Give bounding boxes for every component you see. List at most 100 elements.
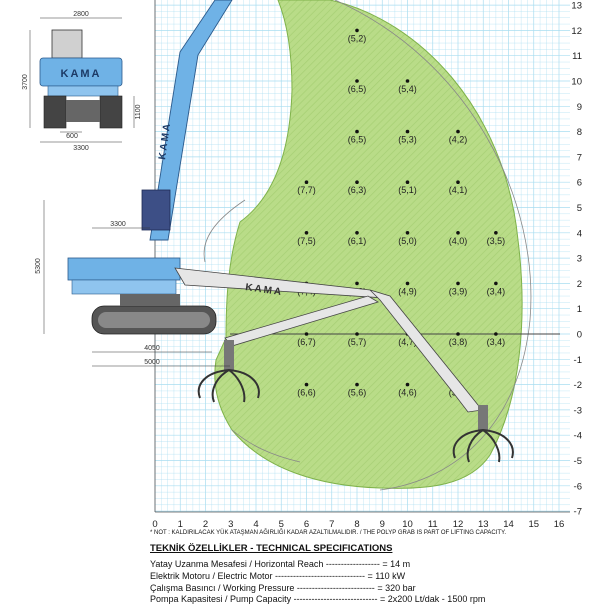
load-point-dot xyxy=(456,231,460,235)
load-point-label: (6,6) xyxy=(297,388,316,398)
x-tick-label: 1 xyxy=(178,519,183,530)
dim-side-total: 5000 xyxy=(144,359,160,366)
load-point-label: (4,0) xyxy=(449,236,468,246)
load-point-label: (5,3) xyxy=(398,135,417,145)
spec-row: Elektrik Motoru / Electric Motor -------… xyxy=(150,571,405,581)
dim-top-track: 600 xyxy=(66,133,78,140)
load-point-dot xyxy=(355,129,359,134)
spec-label: Elektrik Motoru / Electric Motor -------… xyxy=(150,571,365,581)
dim-top-height: 3700 xyxy=(22,74,29,90)
machine-top-view: KAMA xyxy=(29,17,135,143)
load-point-dot xyxy=(405,231,410,235)
load-point-dot xyxy=(304,332,309,336)
load-point-label: (3,5) xyxy=(487,236,506,246)
lifting-note: * NOT : KALDIRILACAK YÜK ATAŞMAN AĞIRLIĞ… xyxy=(150,530,506,536)
load-point-dot xyxy=(405,79,410,83)
load-point-label: (7,5) xyxy=(297,236,316,246)
load-point-label: (5,6) xyxy=(348,388,367,398)
x-tick-label: 4 xyxy=(253,519,258,530)
load-point-label: (5,4) xyxy=(398,84,417,94)
dim-side-width: 3300 xyxy=(110,221,126,228)
spec-value: = 320 bar xyxy=(377,583,416,593)
x-tick-label: 10 xyxy=(402,519,413,530)
load-point-dot xyxy=(304,231,309,235)
spec-row: Çalışma Basıncı / Working Pressure -----… xyxy=(150,583,416,593)
load-point-dot xyxy=(304,180,309,184)
y-tick-label: 10 xyxy=(571,77,582,88)
load-point-label: (6,1) xyxy=(348,236,367,246)
spec-label: Çalışma Basıncı / Working Pressure -----… xyxy=(150,583,375,593)
working-zone xyxy=(214,0,523,489)
x-tick-label: 16 xyxy=(554,519,565,530)
spec-row: Pompa Kapasitesi / Pump Capacity -------… xyxy=(150,594,485,604)
load-point-label: (4,6) xyxy=(398,388,417,398)
y-tick-label: 4 xyxy=(577,228,582,239)
y-tick-label: 2 xyxy=(577,279,582,290)
x-tick-label: 2 xyxy=(203,519,208,530)
load-point-label: (5,0) xyxy=(398,236,417,246)
y-tick-label: -7 xyxy=(574,507,582,518)
load-point-label: (5,1) xyxy=(398,185,417,195)
load-point-label: (4,7) xyxy=(398,337,417,347)
load-point-label: (6,5) xyxy=(348,135,367,145)
y-tick-label: 0 xyxy=(577,330,582,341)
x-tick-label: 14 xyxy=(503,519,514,530)
y-tick-label: 12 xyxy=(571,26,582,37)
load-point-label: (3,4) xyxy=(487,286,506,296)
load-point-dot xyxy=(494,231,498,235)
load-point-label: (3,8) xyxy=(449,337,468,347)
spec-row: Yatay Uzanma Mesafesi / Horizontal Reach… xyxy=(150,559,410,569)
load-point-label: (3,4) xyxy=(487,337,506,347)
load-point-label: (4,9) xyxy=(398,286,417,296)
x-tick-label: 7 xyxy=(329,519,334,530)
brand-boom: KAMA xyxy=(157,121,173,160)
load-point-dot xyxy=(494,332,498,336)
x-tick-label: 11 xyxy=(428,519,438,530)
y-tick-label: 1 xyxy=(577,304,582,315)
brand-horizontal-boom: KAMA xyxy=(245,282,284,298)
spec-label: Yatay Uzanma Mesafesi / Horizontal Reach… xyxy=(150,559,380,569)
load-point-label: (6,3) xyxy=(348,185,367,195)
load-point-dot xyxy=(405,129,410,134)
load-point-dot xyxy=(355,79,359,83)
spec-value: = 14 m xyxy=(382,559,411,569)
x-tick-label: 9 xyxy=(380,519,385,530)
spec-label: Pompa Kapasitesi / Pump Capacity -------… xyxy=(150,594,378,604)
x-tick-label: 5 xyxy=(279,519,284,530)
load-point-dot xyxy=(355,231,359,235)
x-tick-label: 15 xyxy=(528,519,539,530)
spec-value: = 110 kW xyxy=(367,571,406,581)
load-point-label: (5,7) xyxy=(348,337,367,347)
load-point-dot xyxy=(355,332,359,336)
machine-side-view: KAMA KAMA xyxy=(43,0,514,463)
load-point-label: (7,7) xyxy=(297,185,316,195)
swing-arc xyxy=(203,199,246,263)
load-point-label: (4,2) xyxy=(449,135,468,145)
x-tick-label: 0 xyxy=(152,519,157,530)
reach-arc-inner xyxy=(231,429,301,463)
load-point-dot xyxy=(355,382,359,387)
x-tick-label: 3 xyxy=(228,519,233,530)
y-tick-label: -3 xyxy=(574,405,582,416)
load-point-label: (4,1) xyxy=(449,185,468,195)
load-point-dot xyxy=(494,281,498,286)
load-point-label: (3,9) xyxy=(449,286,468,296)
dim-side-swing: 4050 xyxy=(144,345,160,352)
load-point-dot xyxy=(304,382,309,387)
load-point-label: (6,7) xyxy=(297,337,316,347)
y-tick-label: -2 xyxy=(574,380,582,391)
y-tick-label: 13 xyxy=(571,1,582,12)
y-tick-label: 9 xyxy=(577,102,582,113)
load-point-dot xyxy=(456,332,460,336)
load-point-label: (5,2) xyxy=(348,33,367,43)
load-point-dot xyxy=(405,382,410,387)
x-tick-label: 13 xyxy=(478,519,489,530)
load-point-label: (6,5) xyxy=(348,84,367,94)
y-tick-label: 6 xyxy=(577,178,582,189)
load-point-dot xyxy=(456,180,460,184)
specs-title: TEKNİK ÖZELLİKLER - TECHNICAL SPECIFICAT… xyxy=(150,543,393,554)
y-tick-label: -1 xyxy=(574,355,582,366)
y-tick-label: -6 xyxy=(574,481,582,492)
